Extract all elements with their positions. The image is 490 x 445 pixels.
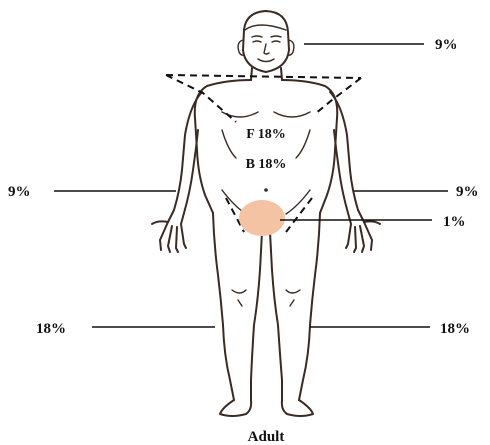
hip-line-right: [286, 190, 310, 214]
right-leg-percent-label: 18%: [440, 321, 470, 337]
perineum-region: [239, 200, 285, 236]
right-hand: [346, 221, 380, 252]
ribcage-right: [296, 130, 310, 158]
right-arm-percent-label: 9%: [456, 184, 479, 200]
figure-caption: Adult: [248, 429, 285, 445]
left-eye: [253, 41, 261, 42]
torso-right-side: [282, 80, 337, 213]
left-leg-inner: [251, 232, 262, 400]
region-labels: 9% F 18% B 18% 9% 9% 1% 18% 18% Adult: [8, 37, 479, 445]
neck: [251, 68, 282, 80]
trunk-back-label: B 18%: [246, 157, 287, 172]
left-eyebrow: [252, 36, 262, 37]
shoulder-dashed-line: [166, 75, 361, 78]
right-leg-inner: [270, 232, 282, 400]
navel: [264, 188, 268, 192]
perineum-percent-label: 1%: [443, 214, 466, 230]
torso-left-side: [195, 80, 251, 213]
right-knee: [286, 290, 300, 306]
left-knee: [232, 290, 246, 306]
left-leg-percent-label: 18%: [36, 321, 66, 337]
leader-lines: [54, 44, 448, 327]
mouth: [258, 59, 274, 62]
right-eye: [272, 41, 280, 42]
left-foot: [220, 400, 251, 416]
head-percent-label: 9%: [435, 37, 458, 53]
ribcage-left: [222, 130, 236, 158]
hair-line: [245, 25, 286, 30]
head-outline: [243, 11, 289, 72]
right-eyebrow: [271, 36, 281, 37]
right-leg-outer: [299, 213, 320, 400]
left-leg-outer: [213, 213, 234, 400]
right-foot: [282, 400, 313, 416]
left-arm-percent-label: 9%: [8, 184, 31, 200]
left-hand: [152, 221, 186, 252]
trunk-front-label: F 18%: [246, 127, 286, 142]
chest-line: [222, 112, 310, 117]
nose: [264, 44, 269, 54]
